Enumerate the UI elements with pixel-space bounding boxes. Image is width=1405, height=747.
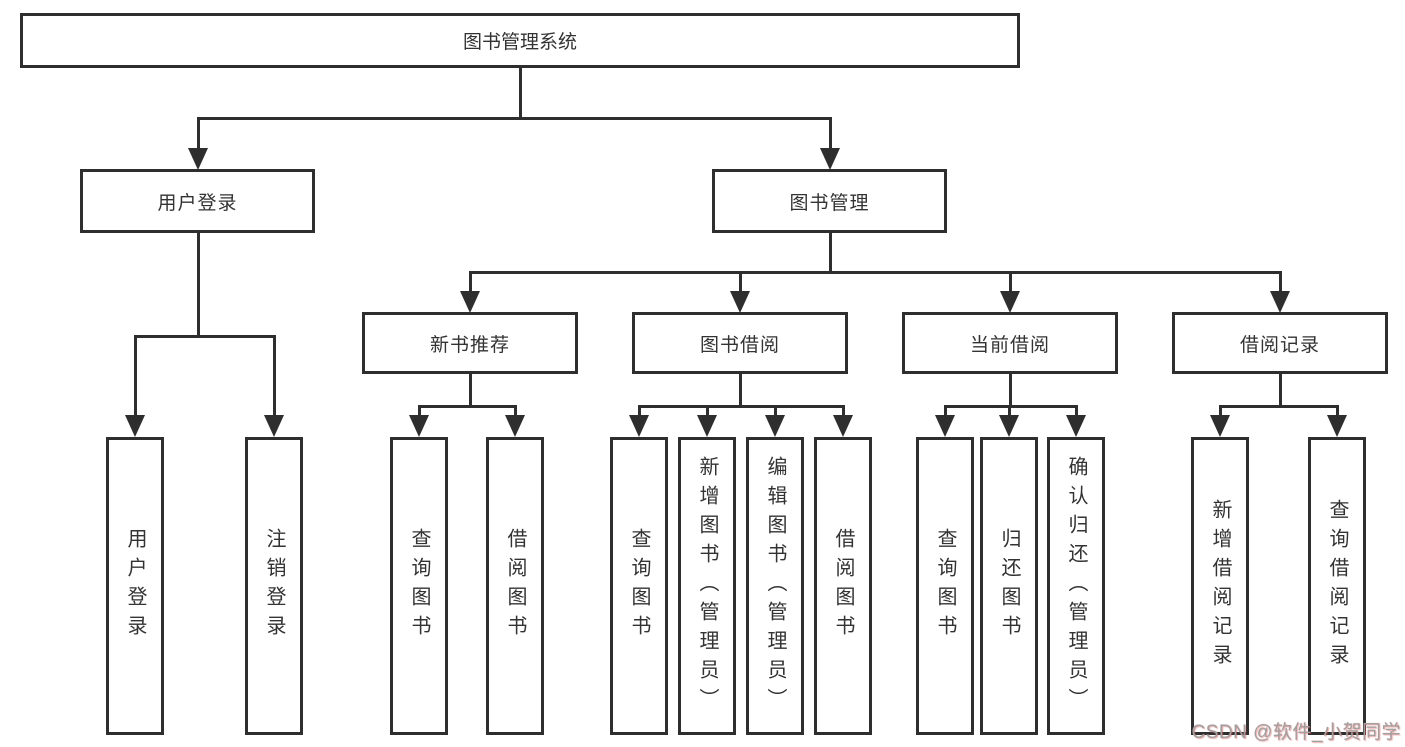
connector-line	[468, 270, 1282, 274]
connector-line	[637, 404, 845, 408]
arrowhead-down-icon	[833, 415, 853, 437]
arrowhead-down-icon	[505, 415, 525, 437]
connector-line	[468, 372, 472, 407]
arrowhead-down-icon	[999, 415, 1019, 437]
leaf-query-book-current-label: 查询图书	[934, 528, 956, 644]
node-root-label: 图书管理系统	[462, 32, 577, 53]
arrowhead-down-icon	[935, 415, 955, 437]
connector-line	[1218, 404, 1339, 408]
node-current-borrow-label: 当前借阅	[969, 334, 1050, 356]
node-book-management-label: 图书管理	[789, 192, 870, 214]
connector-line	[841, 405, 845, 420]
leaf-query-book-borrow-label: 查询图书	[628, 528, 650, 644]
connector-line	[196, 117, 200, 152]
node-book-borrow-label: 图书借阅	[699, 334, 780, 356]
connector-line	[1007, 405, 1011, 420]
node-new-book-recommend: 新书推荐	[362, 312, 578, 374]
connector-line	[738, 271, 742, 297]
leaf-user-login: 用户登录	[106, 437, 164, 735]
connector-line	[1008, 372, 1012, 407]
leaf-add-book-admin-label: 新增图书（管理员）	[696, 455, 718, 717]
connector-line	[272, 335, 276, 420]
leaf-return-book: 归还图书	[980, 437, 1038, 735]
leaf-logout: 注销登录	[245, 437, 303, 735]
arrowhead-down-icon	[1327, 415, 1347, 437]
node-book-borrow: 图书借阅	[632, 312, 848, 374]
leaf-add-borrow-record-label: 新增借阅记录	[1209, 499, 1231, 673]
arrowhead-down-icon	[820, 148, 840, 170]
connector-line	[518, 66, 522, 119]
leaf-confirm-return-admin-label: 确认归还（管理员）	[1065, 455, 1087, 717]
leaf-borrow-book-recommend: 借阅图书	[486, 437, 544, 735]
leaf-query-book-current: 查询图书	[916, 437, 974, 735]
leaf-confirm-return-admin: 确认归还（管理员）	[1047, 437, 1105, 735]
leaf-add-book-admin: 新增图书（管理员）	[678, 437, 736, 735]
connector-line	[417, 404, 517, 408]
arrowhead-down-icon	[1000, 291, 1020, 313]
connector-line	[196, 231, 200, 337]
connector-line	[468, 271, 472, 297]
leaf-query-book-borrow: 查询图书	[610, 437, 668, 735]
leaf-borrow-book: 借阅图书	[814, 437, 872, 735]
leaf-edit-book-admin: 编辑图书（管理员）	[746, 437, 804, 735]
connector-line	[738, 372, 742, 407]
connector-line	[773, 405, 777, 420]
leaf-query-borrow-record-label: 查询借阅记录	[1326, 499, 1348, 673]
arrowhead-down-icon	[765, 415, 785, 437]
connector-line	[1008, 271, 1012, 297]
node-user-login: 用户登录	[80, 169, 315, 233]
connector-line	[1278, 372, 1282, 407]
arrowhead-down-icon	[730, 291, 750, 313]
arrowhead-down-icon	[460, 291, 480, 313]
leaf-borrow-book-recommend-label: 借阅图书	[504, 528, 526, 644]
connector-line	[1335, 405, 1339, 420]
leaf-logout-label: 注销登录	[263, 528, 285, 644]
leaf-borrow-book-label: 借阅图书	[832, 528, 854, 644]
arrowhead-down-icon	[1270, 291, 1290, 313]
node-book-management: 图书管理	[712, 169, 947, 233]
arrowhead-down-icon	[1210, 415, 1230, 437]
node-new-book-recommend-label: 新书推荐	[429, 334, 510, 356]
connector-line	[196, 116, 832, 120]
arrowhead-down-icon	[409, 415, 429, 437]
node-borrow-record: 借阅记录	[1172, 312, 1388, 374]
arrowhead-down-icon	[629, 415, 649, 437]
arrowhead-down-icon	[1066, 415, 1086, 437]
node-root: 图书管理系统	[20, 13, 1020, 68]
connector-line	[637, 405, 641, 420]
connector-line	[943, 405, 947, 420]
connector-line	[417, 405, 421, 420]
connector-line	[133, 335, 137, 420]
node-current-borrow: 当前借阅	[902, 312, 1118, 374]
arrowhead-down-icon	[125, 415, 145, 437]
connector-line	[828, 231, 832, 273]
connector-line	[1278, 271, 1282, 297]
connector-line	[1074, 405, 1078, 420]
connector-line	[828, 117, 832, 152]
node-user-login-label: 用户登录	[157, 192, 238, 214]
leaf-query-book-recommend-label: 查询图书	[408, 528, 430, 644]
node-borrow-record-label: 借阅记录	[1239, 334, 1320, 356]
leaf-user-login-label: 用户登录	[124, 528, 146, 644]
leaf-return-book-label: 归还图书	[998, 528, 1020, 644]
connector-line	[705, 405, 709, 420]
connector-line	[513, 405, 517, 420]
arrowhead-down-icon	[697, 415, 717, 437]
connector-line	[133, 334, 276, 338]
leaf-add-borrow-record: 新增借阅记录	[1191, 437, 1249, 735]
connector-line	[1218, 405, 1222, 420]
arrowhead-down-icon	[188, 148, 208, 170]
connector-line	[943, 404, 1078, 408]
leaf-query-book-recommend: 查询图书	[390, 437, 448, 735]
watermark: CSDN @软件_小贺同学	[1191, 722, 1401, 743]
arrowhead-down-icon	[264, 415, 284, 437]
leaf-query-borrow-record: 查询借阅记录	[1308, 437, 1366, 735]
leaf-edit-book-admin-label: 编辑图书（管理员）	[764, 455, 786, 717]
